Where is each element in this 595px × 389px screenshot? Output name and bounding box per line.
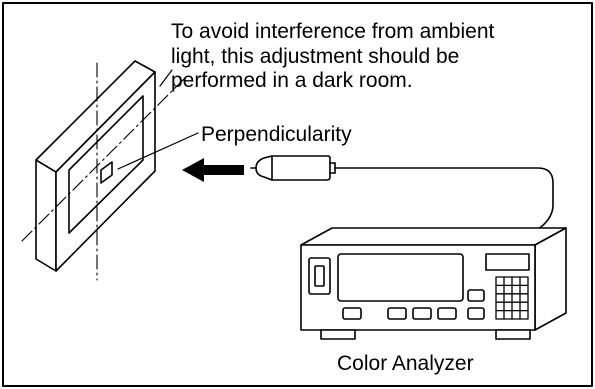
note-line-3: performed in a dark room.: [171, 69, 413, 92]
display-screen: [35, 60, 156, 272]
button-1: [342, 307, 362, 320]
analyzer-foot-right: [495, 329, 531, 340]
perpendicularity-label: Perpendicularity: [201, 123, 352, 146]
measurement-point: [100, 161, 113, 184]
callout-leader: [117, 132, 199, 170]
note-leader: [159, 69, 173, 87]
button-2: [387, 307, 407, 320]
color-analyzer-unit: [300, 227, 567, 340]
analyzer-foot-left: [320, 329, 356, 340]
direction-arrow: [182, 158, 244, 182]
center-guide-lines: [21, 62, 188, 281]
optical-probe: [250, 155, 336, 181]
button-6: [467, 289, 485, 302]
note-line-1: To avoid interference from ambient: [171, 20, 494, 43]
keypad: [495, 276, 529, 320]
probe-cable: [334, 167, 554, 237]
sub-display: [485, 253, 530, 271]
button-4: [437, 307, 457, 320]
main-display: [337, 253, 464, 302]
button-5: [467, 307, 485, 320]
note-line-2: light, this adjustment should be: [171, 45, 459, 68]
button-3: [412, 307, 432, 320]
color-analyzer-label: Color Analyzer: [337, 352, 474, 375]
power-switch-inner: [314, 265, 325, 287]
power-switch: [308, 257, 331, 295]
